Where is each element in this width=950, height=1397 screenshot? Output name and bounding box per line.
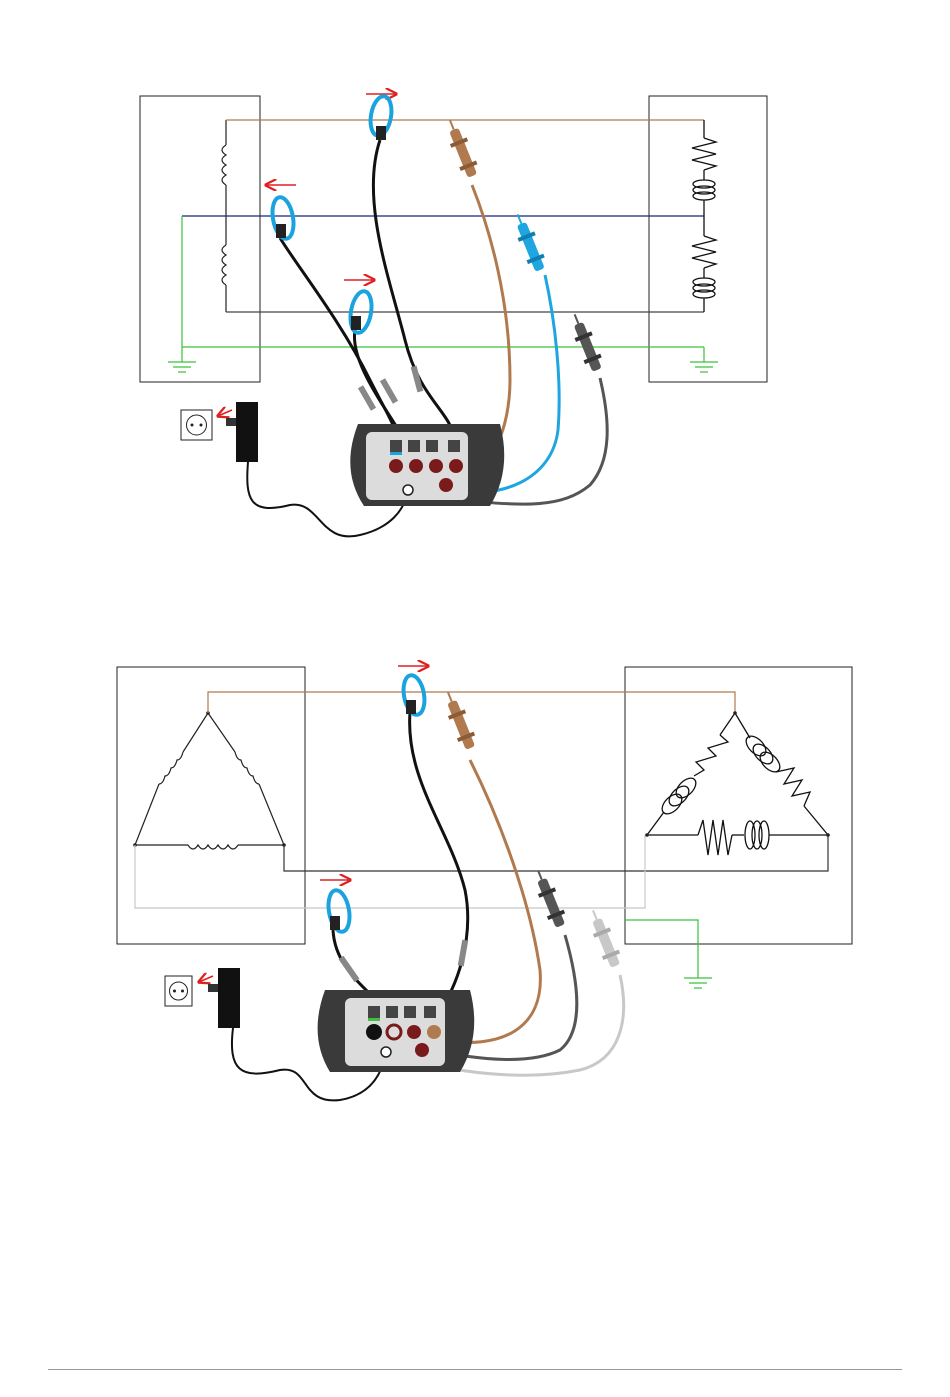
test-probe-icon: [440, 689, 479, 751]
load-box: [625, 667, 852, 944]
load-impedance-2: [692, 216, 716, 312]
load-delta-impedance: [647, 713, 828, 855]
load-impedance-1: [692, 120, 716, 216]
test-probe-icon: [509, 211, 548, 273]
ground-icon: [168, 362, 196, 372]
star-connection-diagram: [140, 94, 767, 536]
power-adapter-icon: [208, 968, 240, 1028]
power-outlet-icon: [165, 976, 192, 1006]
test-probe-icon: [530, 867, 569, 929]
power-outlet-icon: [181, 410, 212, 440]
source-delta-winding: [135, 713, 284, 849]
ground-icon: [690, 362, 718, 372]
delta-connection-diagram: [117, 666, 852, 1100]
ground-icon: [684, 978, 712, 988]
test-probe-icon: [566, 311, 605, 373]
source-box: [117, 667, 305, 944]
page-footer-rule: [48, 1369, 902, 1370]
test-probe-icon: [585, 907, 624, 969]
source-box: [140, 96, 260, 382]
phase-line-l1: [208, 692, 735, 713]
clamp-cable-1: [373, 140, 455, 440]
test-probe-icon: [442, 117, 481, 179]
phase-line-l2: [284, 835, 828, 871]
clamp-cable-2: [280, 238, 398, 440]
arrow-left-icon: [199, 976, 213, 982]
power-analyzer-icon: [350, 424, 504, 506]
arrow-left-icon: [218, 410, 232, 416]
earth-line: [625, 920, 698, 978]
power-analyzer-icon: [318, 990, 475, 1072]
